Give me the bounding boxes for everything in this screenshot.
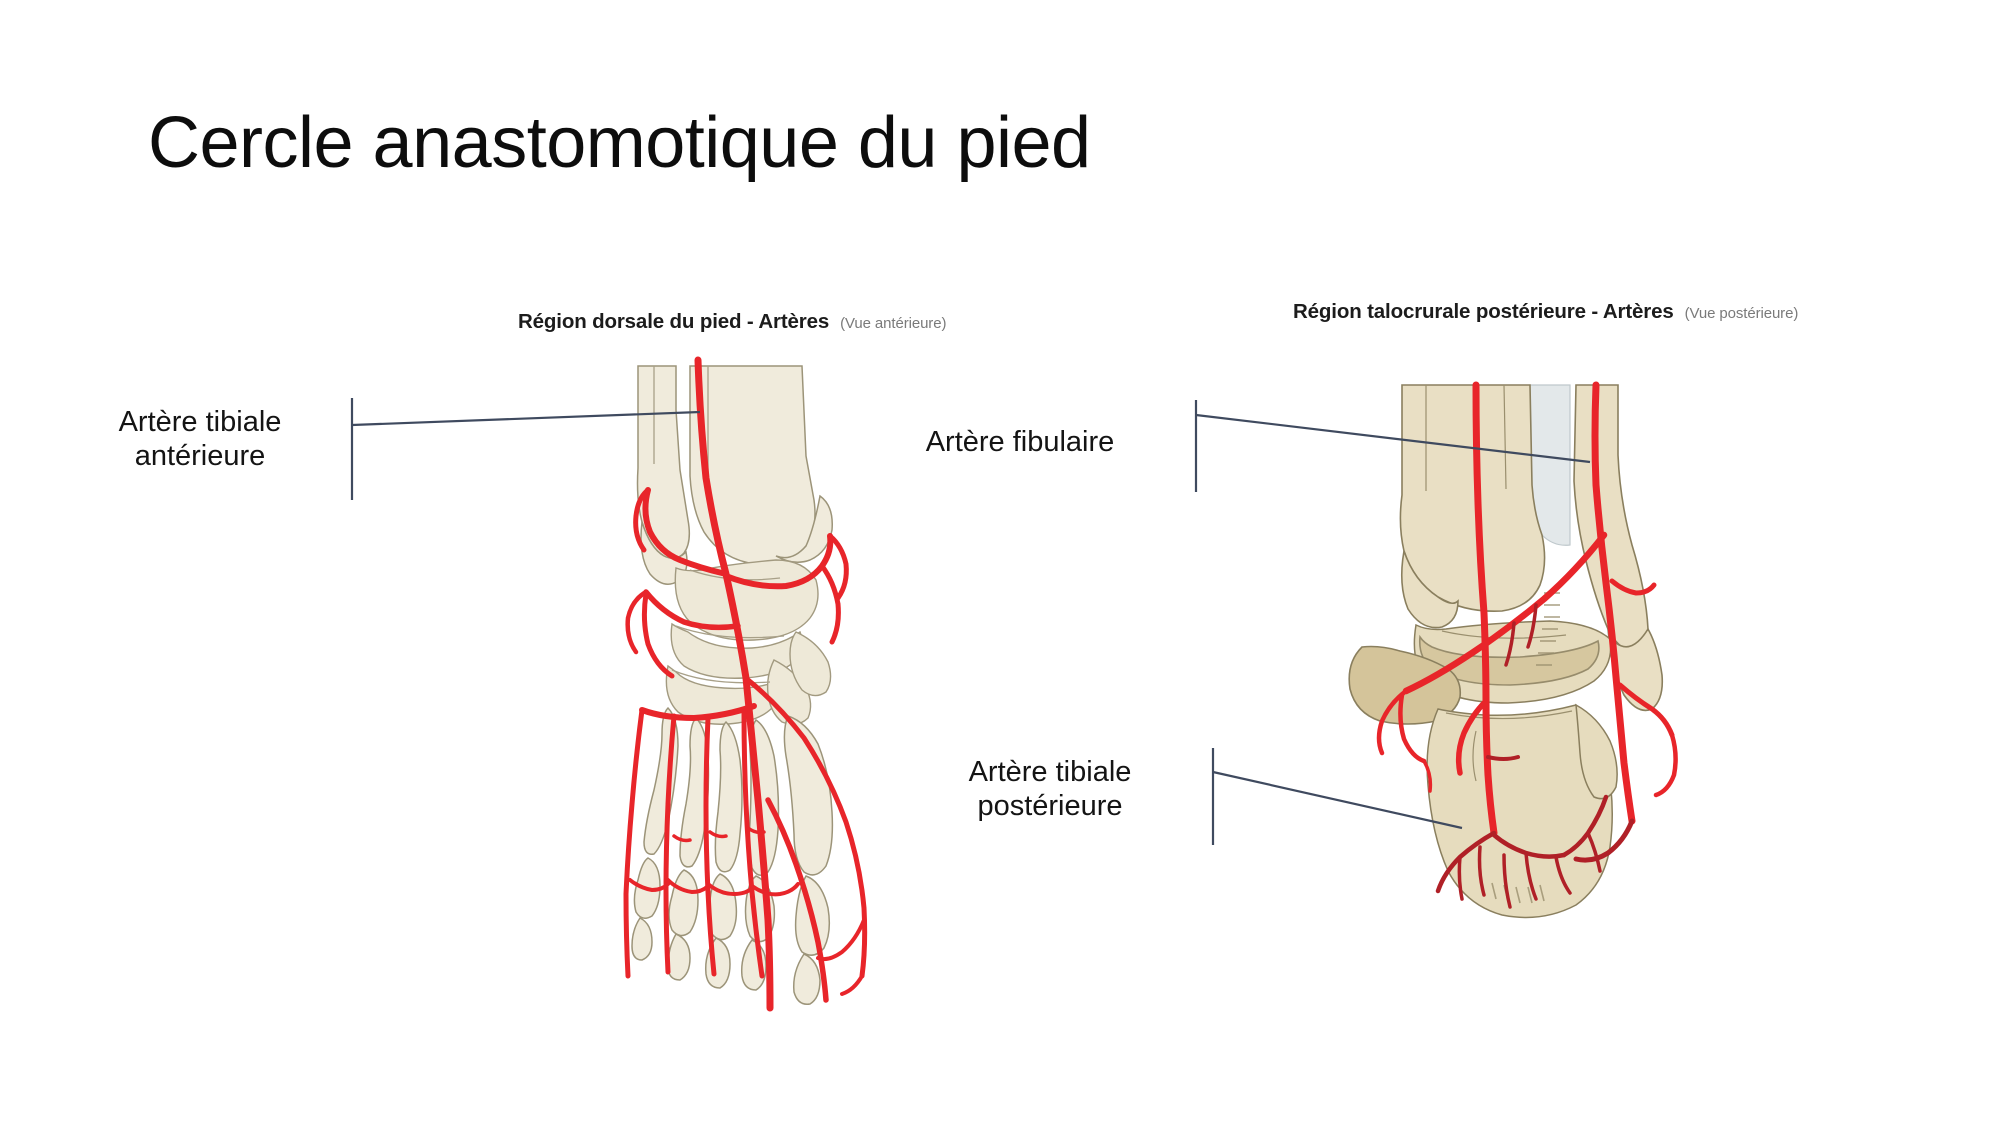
figure-caption-left: Région dorsale du pied - Artères (Vue an…: [518, 310, 946, 334]
bones-group-left: [631, 365, 834, 1005]
figure-caption-right-main: Région talocrurale postérieure - Artères: [1293, 300, 1674, 323]
figure-caption-right-view: (Vue postérieure): [1684, 305, 1799, 322]
annotation-label-arteria-tibialis-posterior: Artère tibiale postérieure: [968, 756, 1132, 823]
page-title: Cercle anastomotique du pied: [148, 103, 1091, 183]
annotation-label-arteria-fibularis: Artère fibulaire: [925, 426, 1115, 458]
figure-caption-right: Région talocrurale postérieure - Artères…: [1293, 300, 1798, 324]
figure-caption-left-view: (Vue antérieure): [840, 315, 947, 332]
anatomy-illustration-posterior-talocrural-arteries: .bR { fill:#E9DFC4; stroke:#8A7F5E; stro…: [1348, 381, 1700, 1025]
arteries-group-left: [623, 356, 868, 1012]
annotation-label-arteria-tibialis-anterior: Artère tibiale antérieure: [118, 406, 282, 473]
figure-caption-left-main: Région dorsale du pied - Artères: [518, 310, 830, 333]
anatomy-illustration-dorsal-foot-arteries: .bL { fill:#F0EBDC; stroke:#9C9479; stro…: [580, 356, 920, 1020]
